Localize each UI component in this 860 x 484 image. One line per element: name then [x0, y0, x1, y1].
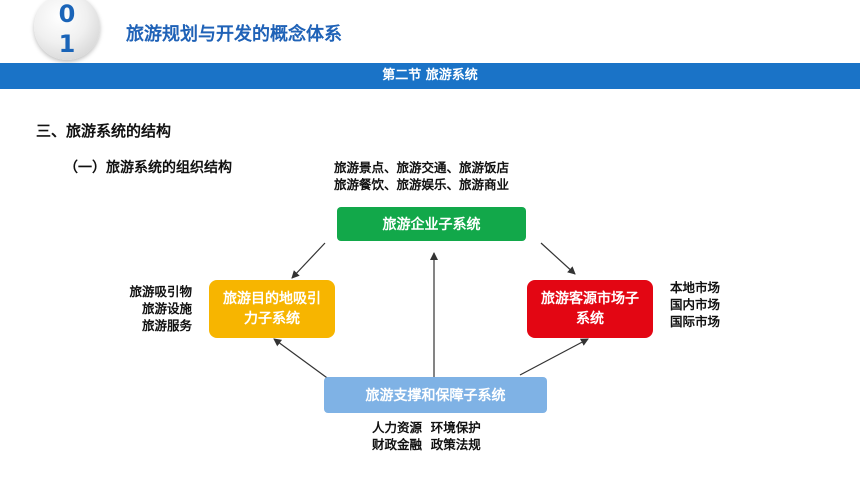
market-note-line: 本地市场: [670, 280, 721, 295]
enterprise-note-line: 旅游景点、旅游交通、旅游饭店: [334, 160, 510, 175]
enterprise-subsystem-box: 旅游企业子系统: [337, 207, 526, 241]
destination-notes: 旅游吸引物 旅游设施 旅游服务: [110, 283, 192, 334]
section-band: [0, 63, 860, 89]
arrow-enterprise-to-market: [540, 242, 576, 275]
support-notes: 人力资源 环境保护 财政金融 政策法规: [372, 419, 481, 453]
enterprise-notes: 旅游景点、旅游交通、旅游饭店 旅游餐饮、旅游娱乐、旅游商业: [334, 159, 509, 193]
chapter-badge: 0 1: [34, 0, 100, 60]
market-subsystem-box: 旅游客源市场子系统: [527, 280, 653, 338]
market-note-line: 国际市场: [670, 314, 721, 329]
destination-note-line: 旅游设施: [141, 301, 192, 316]
support-note-line: 财政金融 政策法规: [372, 437, 481, 452]
arrow-support-to-destination: [273, 338, 331, 381]
page-title: 旅游规划与开发的概念体系: [126, 24, 342, 45]
badge-digit-1: 0: [58, 0, 76, 28]
support-subsystem-box: 旅游支撑和保障子系统: [324, 377, 547, 413]
badge-digit-2: 1: [58, 30, 76, 58]
market-notes: 本地市场 国内市场 国际市场: [670, 279, 720, 330]
heading-organization: （一）旅游系统的组织结构: [64, 160, 232, 176]
heading-structure: 三、旅游系统的结构: [36, 122, 172, 140]
arrow-enterprise-to-destination: [291, 242, 326, 279]
market-note-line: 国内市场: [670, 297, 721, 312]
destination-note-line: 旅游吸引物: [129, 284, 192, 299]
section-title: 第二节 旅游系统: [382, 68, 478, 83]
arrow-support-to-market: [519, 338, 589, 376]
support-note-line: 人力资源 环境保护: [372, 420, 481, 435]
destination-note-line: 旅游服务: [141, 318, 192, 333]
destination-subsystem-box: 旅游目的地吸引力子系统: [209, 280, 335, 338]
enterprise-note-line: 旅游餐饮、旅游娱乐、旅游商业: [334, 177, 510, 192]
